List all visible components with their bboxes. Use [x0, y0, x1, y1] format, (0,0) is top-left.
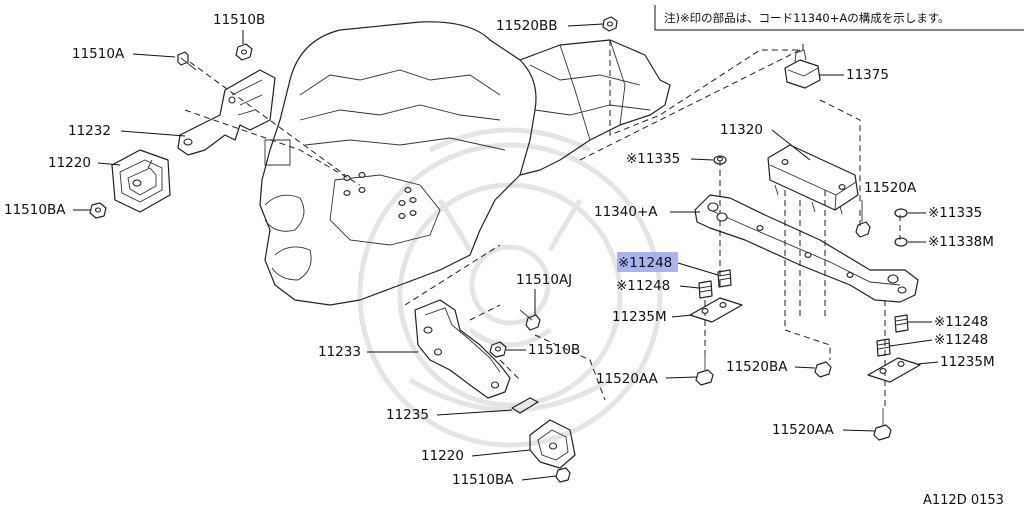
- label-11233[interactable]: 11233: [318, 344, 361, 360]
- label-11510BA-bottom[interactable]: 11510BA: [452, 472, 514, 488]
- label-11520A[interactable]: 11520A: [864, 180, 917, 196]
- label-11248-b[interactable]: ※11248: [616, 278, 670, 294]
- note-text: 注)※印の部品は、コード11340+Aの構成を示します。: [664, 11, 950, 25]
- label-11248-highlighted[interactable]: ※11248: [618, 255, 672, 271]
- top-left-mount: [89, 43, 276, 219]
- callouts: 11510B 11510A 11232 11220 11510BA 11520B…: [4, 12, 995, 488]
- label-11520BA[interactable]: 11520BA: [726, 359, 788, 375]
- label-11520AA-right[interactable]: 11520AA: [772, 422, 835, 438]
- label-11232[interactable]: 11232: [68, 123, 111, 139]
- note-box: 注)※印の部品は、コード11340+Aの構成を示します。: [654, 5, 1024, 31]
- label-11520BB[interactable]: 11520BB: [496, 18, 557, 34]
- label-11510BA-top[interactable]: 11510BA: [4, 202, 66, 218]
- label-11510A[interactable]: 11510A: [72, 46, 125, 62]
- reference-code: A112D 0153: [923, 493, 1004, 508]
- label-11510B-mid[interactable]: 11510B: [528, 342, 580, 358]
- highlight-box: [617, 252, 678, 272]
- label-11510B-top[interactable]: 11510B: [213, 12, 265, 28]
- label-11335-b[interactable]: ※11335: [928, 205, 982, 221]
- label-11338M[interactable]: ※11338M: [928, 234, 994, 250]
- label-11235[interactable]: 11235: [386, 407, 429, 423]
- crossmember-bracket-11320: [767, 144, 859, 215]
- label-11320[interactable]: 11320: [720, 122, 763, 138]
- label-11220-bottom[interactable]: 11220: [421, 448, 464, 464]
- label-11520AA-left[interactable]: 11520AA: [596, 371, 659, 387]
- label-11340A[interactable]: 11340+A: [594, 204, 658, 220]
- top-fasteners: [602, 16, 821, 89]
- label-11248-c[interactable]: ※11248: [934, 314, 988, 330]
- crossmember-hardware: [689, 155, 921, 441]
- crossmember-11340A: [694, 194, 919, 303]
- engine-illustration: [259, 21, 671, 306]
- label-11235M-right[interactable]: 11235M: [940, 354, 995, 370]
- watermark-emblem: [357, 127, 663, 448]
- label-11220-top[interactable]: 11220: [48, 155, 91, 171]
- label-11510AJ[interactable]: 11510AJ: [516, 272, 572, 288]
- label-11235M-left[interactable]: 11235M: [612, 309, 667, 325]
- dashed-guides: [184, 40, 901, 410]
- label-11335-a[interactable]: ※11335: [626, 151, 680, 167]
- label-11375[interactable]: 11375: [846, 67, 889, 83]
- label-11248-d[interactable]: ※11248: [934, 332, 988, 348]
- bracket-11233: [414, 299, 576, 483]
